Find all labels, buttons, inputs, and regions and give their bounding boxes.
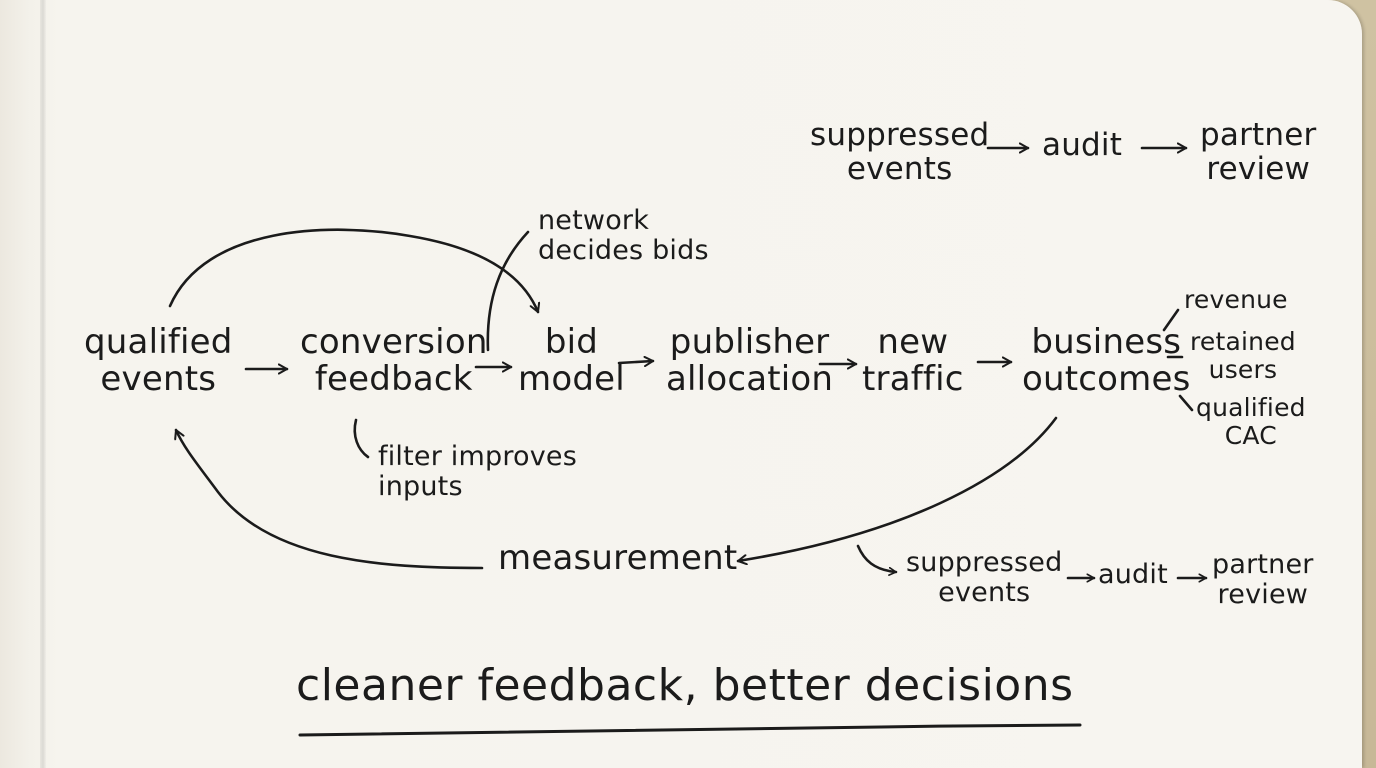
node-bid-model-line1: bid [544, 322, 599, 362]
top-partner-line1: partner [1200, 117, 1317, 153]
arc-measurement-to-qualified [176, 428, 484, 570]
top-suppressed-events: suppressed events [810, 118, 989, 186]
tick-qualified-cac [1178, 394, 1194, 412]
node-publisher-allocation: publisher allocation [666, 322, 834, 400]
outcome-retained-line1: retained [1190, 327, 1296, 356]
page-binding-shadow [40, 0, 46, 768]
leader-filter-note [353, 418, 370, 459]
node-business-outcomes-line1: business [1031, 322, 1182, 362]
top-partner-review: partner review [1200, 118, 1316, 186]
bottom-partner-review: partner review [1212, 550, 1314, 609]
bottom-suppressed-line1: suppressed [906, 547, 1063, 578]
note-network-decides-bids: network decides bids [538, 206, 709, 265]
node-business-outcomes-line2: outcomes [1022, 359, 1191, 400]
tick-revenue [1162, 308, 1180, 332]
bottom-suppressed-events: suppressed events [906, 548, 1062, 607]
outcome-qualified-cac: qualified CAC [1196, 394, 1306, 449]
note-filter-line1: filter improves [378, 441, 578, 472]
tagline: cleaner feedback, better decisions [296, 660, 1074, 711]
node-measurement: measurement [498, 538, 738, 578]
node-business-outcomes: business outcomes [1022, 322, 1191, 400]
note-network-line2: decides bids [538, 234, 709, 266]
bottom-suppressed-line2: events [938, 576, 1031, 608]
arrow-measurement-to-suppressed [856, 544, 898, 572]
node-bid-model-line2: model [518, 359, 625, 400]
node-qualified-events-line1: qualified [84, 322, 233, 362]
note-filter-improves-inputs: filter improves inputs [378, 442, 577, 501]
top-suppressed-line2: events [846, 151, 953, 188]
node-bid-model: bid model [518, 322, 625, 400]
node-conversion-feedback: conversion feedback [300, 322, 488, 400]
node-qualified-events-line2: events [100, 359, 217, 400]
arc-qualified-to-bid [168, 228, 538, 314]
arrow-bid-to-publisher [617, 361, 655, 363]
node-publisher-allocation-line2: allocation [666, 359, 834, 400]
outcome-retained-users: retained users [1190, 328, 1296, 383]
bottom-audit: audit [1098, 559, 1168, 590]
outcome-cac-line1: qualified [1196, 393, 1306, 422]
outcome-cac-line2: CAC [1224, 420, 1277, 450]
tagline-underline [298, 723, 1082, 737]
outcome-revenue: revenue [1184, 285, 1288, 314]
node-new-traffic-line1: new [877, 322, 949, 362]
note-network-line1: network [538, 205, 650, 236]
node-new-traffic-line2: traffic [862, 359, 964, 400]
arc-outcomes-to-measurement [736, 416, 1058, 561]
node-new-traffic: new traffic [862, 322, 964, 400]
node-conversion-feedback-line2: feedback [314, 359, 473, 400]
note-filter-line2: inputs [378, 470, 463, 502]
node-qualified-events: qualified events [84, 322, 233, 400]
leader-network-note [486, 230, 530, 352]
top-suppressed-line1: suppressed [810, 117, 990, 153]
top-audit: audit [1042, 127, 1123, 163]
bottom-partner-line2: review [1217, 578, 1309, 610]
node-conversion-feedback-line1: conversion [300, 322, 488, 362]
bottom-partner-line1: partner [1212, 549, 1314, 580]
top-partner-line2: review [1206, 151, 1311, 188]
outcome-retained-line2: users [1208, 354, 1278, 384]
node-publisher-allocation-line1: publisher [669, 322, 830, 362]
